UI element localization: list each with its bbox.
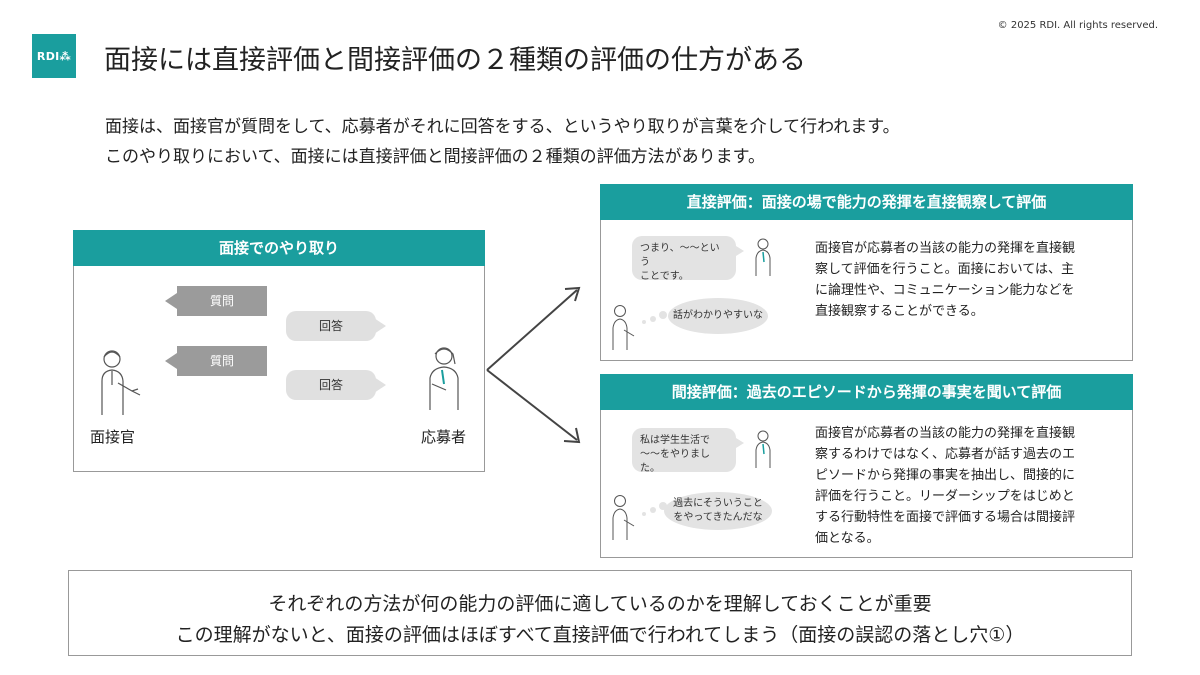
- applicant-icon: [755, 430, 771, 468]
- indirect-thought-line-2: をやってきたんだな: [673, 512, 763, 523]
- thought-dot: [642, 320, 646, 324]
- indirect-desc-line: 察するわけではなく、応募者が話す過去のエ: [815, 447, 1076, 462]
- direct-speech-line-2: ことです。: [640, 271, 689, 282]
- indirect-desc-line: ピソードから発揮の事実を抽出し、間接的に: [815, 468, 1076, 483]
- direct-desc-line: 面接官が応募者の当該の能力の発揮を直接観: [815, 241, 1076, 256]
- conclusion-box: [68, 570, 1132, 656]
- thought-dot: [650, 507, 656, 513]
- direct-thought-bubble: 話がわかりやすいな: [668, 298, 768, 334]
- indirect-thought-line-1: 過去にそういうこと: [673, 498, 763, 509]
- thought-dot: [659, 502, 667, 510]
- answer-bubble-1: 回答: [286, 311, 376, 341]
- conclusion-line-1: それぞれの方法が何の能力の評価に適しているのかを理解しておくことが重要: [268, 593, 932, 615]
- answer-bubble-2: 回答: [286, 370, 376, 400]
- indirect-desc-line: 評価を行うこと。リーダーシップをはじめと: [815, 489, 1075, 504]
- page-title: 面接には直接評価と間接評価の２種類の評価の仕方がある: [104, 45, 806, 76]
- question-bubble-2: 質問: [177, 346, 267, 376]
- interviewer-label: 面接官: [90, 428, 136, 446]
- direct-speech-line-1: つまり、〜〜という: [640, 243, 720, 268]
- indirect-speech-line-2: 〜〜をやりました。: [640, 449, 710, 474]
- interviewer-icon: [101, 350, 141, 415]
- indirect-desc-line: 面接官が応募者の当該の能力の発揮を直接観: [815, 426, 1076, 441]
- direct-description: 面接官が応募者の当該の能力の発揮を直接観 察して評価を行うこと。面接においては、…: [815, 238, 1120, 322]
- direct-desc-line: に論理性や、コミュニケーション能力などを: [815, 283, 1075, 298]
- answer-bubble-tail: [374, 318, 386, 334]
- arrow-icon: [486, 286, 581, 444]
- direct-desc-line: 察して評価を行うこと。面接においては、主: [815, 262, 1074, 277]
- intro-line-2: このやり取りにおいて、面接には直接評価と間接評価の２種類の評価方法があります。: [105, 147, 765, 167]
- speech-bubble-tail: [736, 246, 744, 256]
- indirect-speech-bubble: 私は学生生活で 〜〜をやりました。: [632, 428, 736, 474]
- applicant-icon: [755, 238, 771, 276]
- indirect-desc-line: 価となる。: [815, 531, 880, 546]
- indirect-speech-line-1: 私は学生生活で: [640, 435, 710, 446]
- thought-dot: [642, 512, 646, 516]
- direct-evaluation-header: 直接評価：面接の場で能力の発揮を直接観察して評価: [600, 184, 1133, 220]
- question-bubble-tail: [165, 293, 177, 309]
- interviewer-icon: [612, 305, 635, 350]
- thought-dot: [659, 311, 667, 319]
- answer-bubble-tail: [374, 377, 386, 393]
- indirect-thought-bubble: 過去にそういうこと をやってきたんだな: [664, 492, 772, 530]
- interview-exchange-header: 面接でのやり取り: [73, 230, 485, 266]
- direct-desc-line: 直接観察することができる。: [815, 304, 984, 319]
- question-bubble-1: 質問: [177, 286, 267, 316]
- copyright-text: © 2025 RDI. All rights reserved.: [997, 20, 1158, 31]
- applicant-icon: [429, 347, 459, 410]
- rdi-logo: RDI⁂: [32, 34, 76, 78]
- indirect-desc-line: する行動特性を面接で評価する場合は間接評: [815, 510, 1076, 525]
- speech-bubble-tail: [736, 438, 744, 448]
- thought-dot: [650, 316, 656, 322]
- indirect-evaluation-header: 間接評価：過去のエピソードから発揮の事実を聞いて評価: [600, 374, 1133, 410]
- conclusion-line-2: この理解がないと、面接の評価はほぼすべて直接評価で行われてしまう（面接の誤認の落…: [175, 624, 1025, 646]
- indirect-description: 面接官が応募者の当該の能力の発揮を直接観 察するわけではなく、応募者が話す過去の…: [815, 423, 1120, 549]
- question-bubble-tail: [165, 353, 177, 369]
- intro-line-1: 面接は、面接官が質問をして、応募者がそれに回答をする、というやり取りが言葉を介し…: [105, 117, 900, 137]
- direct-speech-bubble: つまり、〜〜という ことです。: [632, 236, 736, 282]
- applicant-label: 応募者: [421, 428, 467, 446]
- interviewer-icon: [612, 495, 635, 540]
